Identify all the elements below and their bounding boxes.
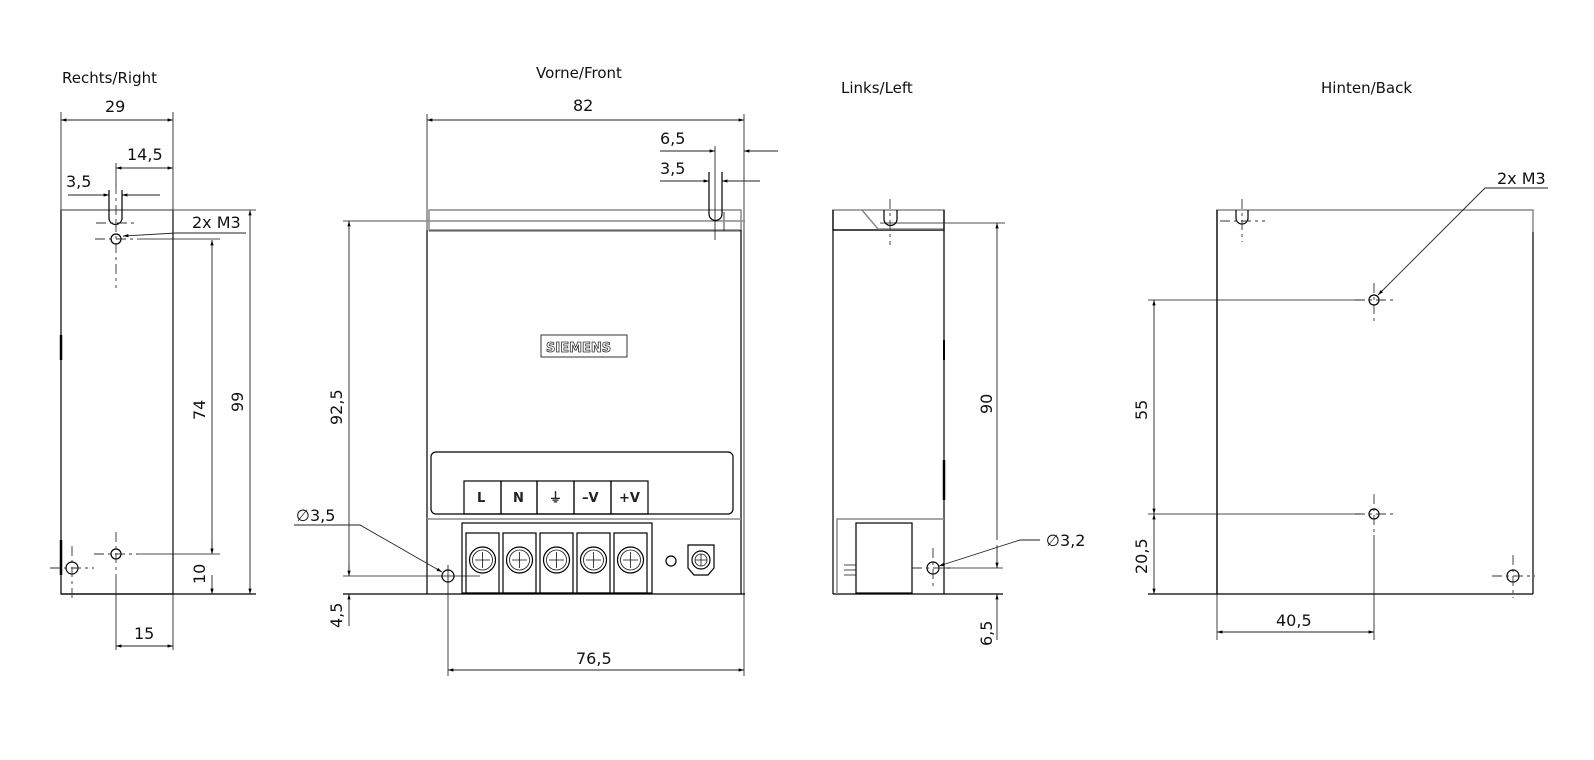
terminal-label-plus-v: +V bbox=[619, 491, 640, 506]
dim-front-width: 82 bbox=[573, 96, 593, 115]
led-indicator-icon bbox=[665, 555, 677, 567]
dim-left-height: 90 bbox=[977, 394, 996, 414]
leader-line bbox=[294, 524, 443, 573]
leader-line bbox=[122, 232, 246, 238]
front-view-title: Vorne/Front bbox=[536, 64, 622, 82]
top-rail bbox=[832, 209, 945, 231]
right-view-title: Rechts/Right bbox=[62, 69, 157, 87]
terminal-screws bbox=[465, 532, 648, 594]
terminal-label-minus-v: –V bbox=[582, 491, 599, 506]
dim-left-hole-diameter: ∅3,2 bbox=[1046, 531, 1085, 550]
left-view-title: Links/Left bbox=[841, 79, 913, 97]
dim-right-height: 99 bbox=[228, 392, 247, 412]
logo-text: SIEMENS bbox=[546, 341, 611, 356]
dim-front-slot-width: 3,5 bbox=[660, 159, 685, 178]
dim-back-hole-spacing: 55 bbox=[1132, 400, 1151, 420]
connector bbox=[855, 522, 913, 594]
dim-right-slot-width: 3,5 bbox=[66, 172, 91, 191]
note-right-holes: 2x M3 bbox=[192, 213, 241, 232]
dim-back-hole-bottom: 20,5 bbox=[1132, 538, 1151, 574]
potentiometer-icon bbox=[687, 544, 715, 576]
slot-icon bbox=[708, 172, 723, 222]
dim-front-hole-bottom: 4,5 bbox=[327, 603, 346, 628]
terminal-label-l: L bbox=[477, 491, 485, 506]
dim-right-hole-x: 15 bbox=[134, 624, 154, 643]
dim-back-hole-x: 40,5 bbox=[1276, 611, 1312, 630]
dim-right-slot-offset: 14,5 bbox=[127, 145, 163, 164]
note-back-holes: 2x M3 bbox=[1497, 169, 1546, 188]
slot-icon bbox=[883, 210, 898, 227]
top-rail bbox=[428, 209, 742, 231]
dim-front-hole-span: 76,5 bbox=[576, 649, 612, 668]
dim-front-hole-diameter: ∅3,5 bbox=[296, 506, 335, 525]
back-view-title: Hinten/Back bbox=[1321, 79, 1412, 97]
dim-front-slot-offset: 6,5 bbox=[660, 129, 685, 148]
terminal-label-n: N bbox=[513, 491, 524, 506]
dim-right-hole-bottom: 10 bbox=[190, 564, 209, 584]
dim-right-hole-spacing: 74 bbox=[190, 400, 209, 420]
dim-left-hole-bottom: 6,5 bbox=[977, 621, 996, 646]
slot-icon bbox=[108, 190, 123, 226]
front-view: Vorne/Front 82 6,5 3,5 SIEMENS bbox=[294, 64, 778, 676]
back-view: Hinten/Back 2x M3 55 20,5 40,5 bbox=[1132, 79, 1548, 640]
right-view: Rechts/Right 29 14,5 3,5 2x M3 74 99 bbox=[50, 69, 256, 650]
left-view: Links/Left 90 6,5 ∅3,2 bbox=[832, 79, 1085, 646]
right-view-body bbox=[60, 209, 174, 595]
siemens-logo bbox=[540, 334, 628, 358]
terminal-label-ground: ⏚ bbox=[549, 491, 562, 506]
dim-front-height: 92,5 bbox=[327, 389, 346, 425]
leader-line bbox=[938, 539, 1040, 567]
terminal-labels: L N ⏚ –V +V bbox=[463, 480, 649, 515]
leader-line bbox=[1377, 187, 1548, 296]
dim-right-width: 29 bbox=[105, 97, 125, 116]
